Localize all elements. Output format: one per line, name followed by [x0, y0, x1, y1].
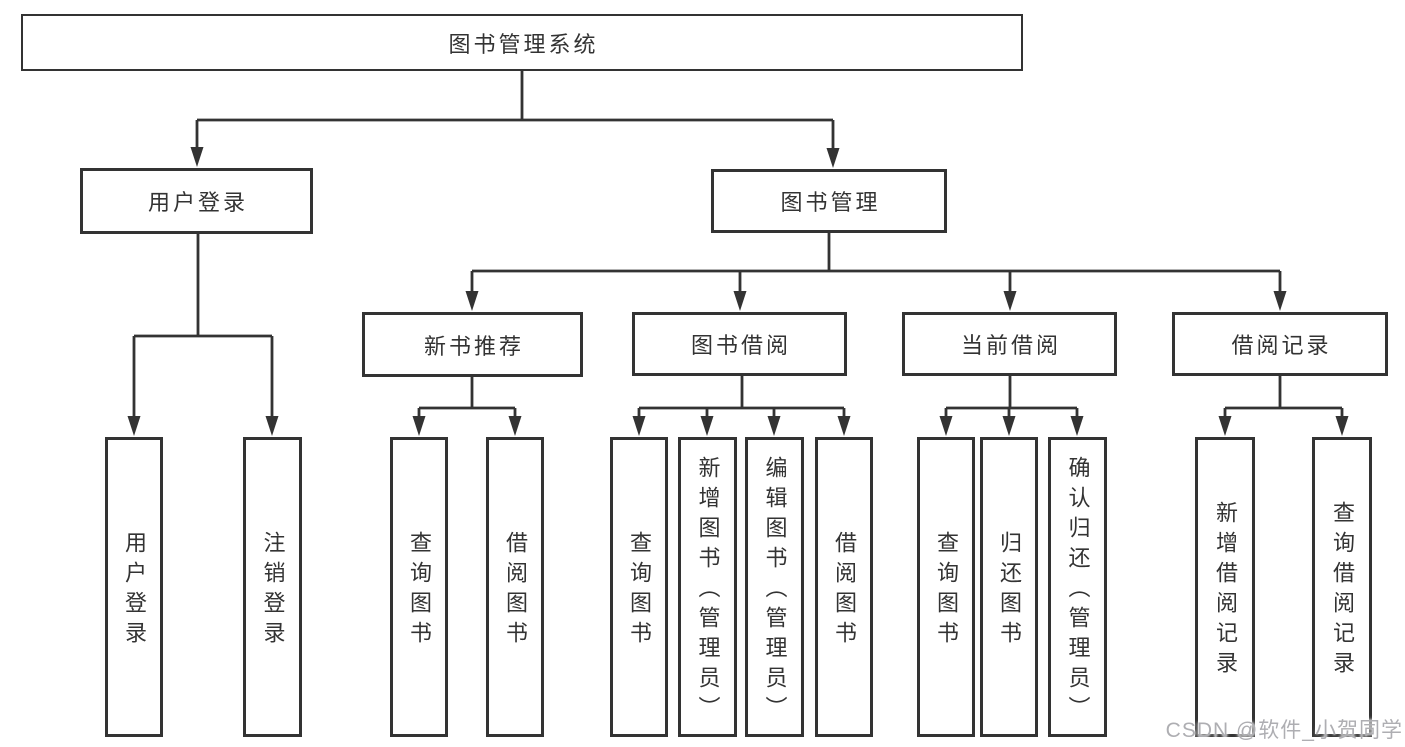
node-label: 图书管理系统: [448, 31, 599, 57]
node-label: 归还图书: [997, 531, 1022, 651]
node-label: 编辑图书（管理员）: [762, 456, 788, 726]
connector-records-to-leaves: [1218, 376, 1349, 436]
connector-login-to-leaves: [127, 234, 279, 436]
node-label: 查询图书: [407, 531, 432, 651]
leaf-confirm-return-admin: 确认归还（管理员）: [1048, 437, 1107, 737]
leaf-query-books-3: 查询图书: [917, 437, 975, 737]
node-new-book-recommend: 新书推荐: [362, 312, 583, 377]
connector-root-to-level2: [190, 70, 840, 168]
node-book-borrowing: 图书借阅: [632, 312, 847, 376]
leaf-borrow-books: 借阅图书: [486, 437, 544, 737]
node-label: 确认归还（管理员）: [1065, 456, 1091, 726]
node-label: 借阅记录: [1231, 333, 1332, 358]
leaf-add-borrow-record: 新增借阅记录: [1195, 437, 1255, 737]
node-label: 新增图书（管理员）: [695, 456, 721, 726]
node-user-login: 用户登录: [80, 168, 313, 234]
node-label: 图书借阅: [690, 333, 791, 358]
leaf-edit-books-admin: 编辑图书（管理员）: [745, 437, 804, 737]
leaf-return-books: 归还图书: [980, 437, 1038, 737]
node-label: 查询图书: [627, 531, 652, 651]
node-label: 用户登录: [122, 531, 147, 651]
node-library-management-system: 图书管理系统: [21, 14, 1023, 71]
node-label: 借阅图书: [503, 531, 528, 651]
node-book-management: 图书管理: [711, 169, 947, 233]
leaf-query-borrow-record: 查询借阅记录: [1312, 437, 1372, 737]
leaf-query-books: 查询图书: [390, 437, 448, 737]
leaf-borrow-books-2: 借阅图书: [815, 437, 873, 737]
node-label: 用户登录: [147, 190, 248, 215]
connector-newbook-to-leaves: [412, 377, 522, 436]
node-label: 查询图书: [934, 531, 959, 651]
node-label: 注销登录: [260, 531, 286, 651]
leaf-logout: 注销登录: [243, 437, 302, 737]
csdn-watermark: CSDN @软件_小贺同学: [1165, 719, 1403, 742]
connector-mgmt-to-level3: [465, 233, 1287, 311]
leaf-user-login: 用户登录: [105, 437, 163, 737]
node-borrowing-records: 借阅记录: [1172, 312, 1388, 376]
node-label: 当前借阅: [960, 333, 1061, 358]
node-current-borrowing: 当前借阅: [902, 312, 1117, 376]
node-label: 借阅图书: [832, 531, 857, 651]
leaf-add-books-admin: 新增图书（管理员）: [678, 437, 737, 737]
node-label: 查询借阅记录: [1330, 501, 1355, 681]
connector-current-to-leaves: [939, 376, 1084, 436]
connector-borrow-to-leaves: [632, 376, 851, 436]
node-label: 图书管理: [780, 190, 881, 215]
leaf-query-books-2: 查询图书: [610, 437, 668, 737]
node-label: 新书推荐: [423, 333, 524, 359]
node-label: 新增借阅记录: [1213, 501, 1238, 681]
